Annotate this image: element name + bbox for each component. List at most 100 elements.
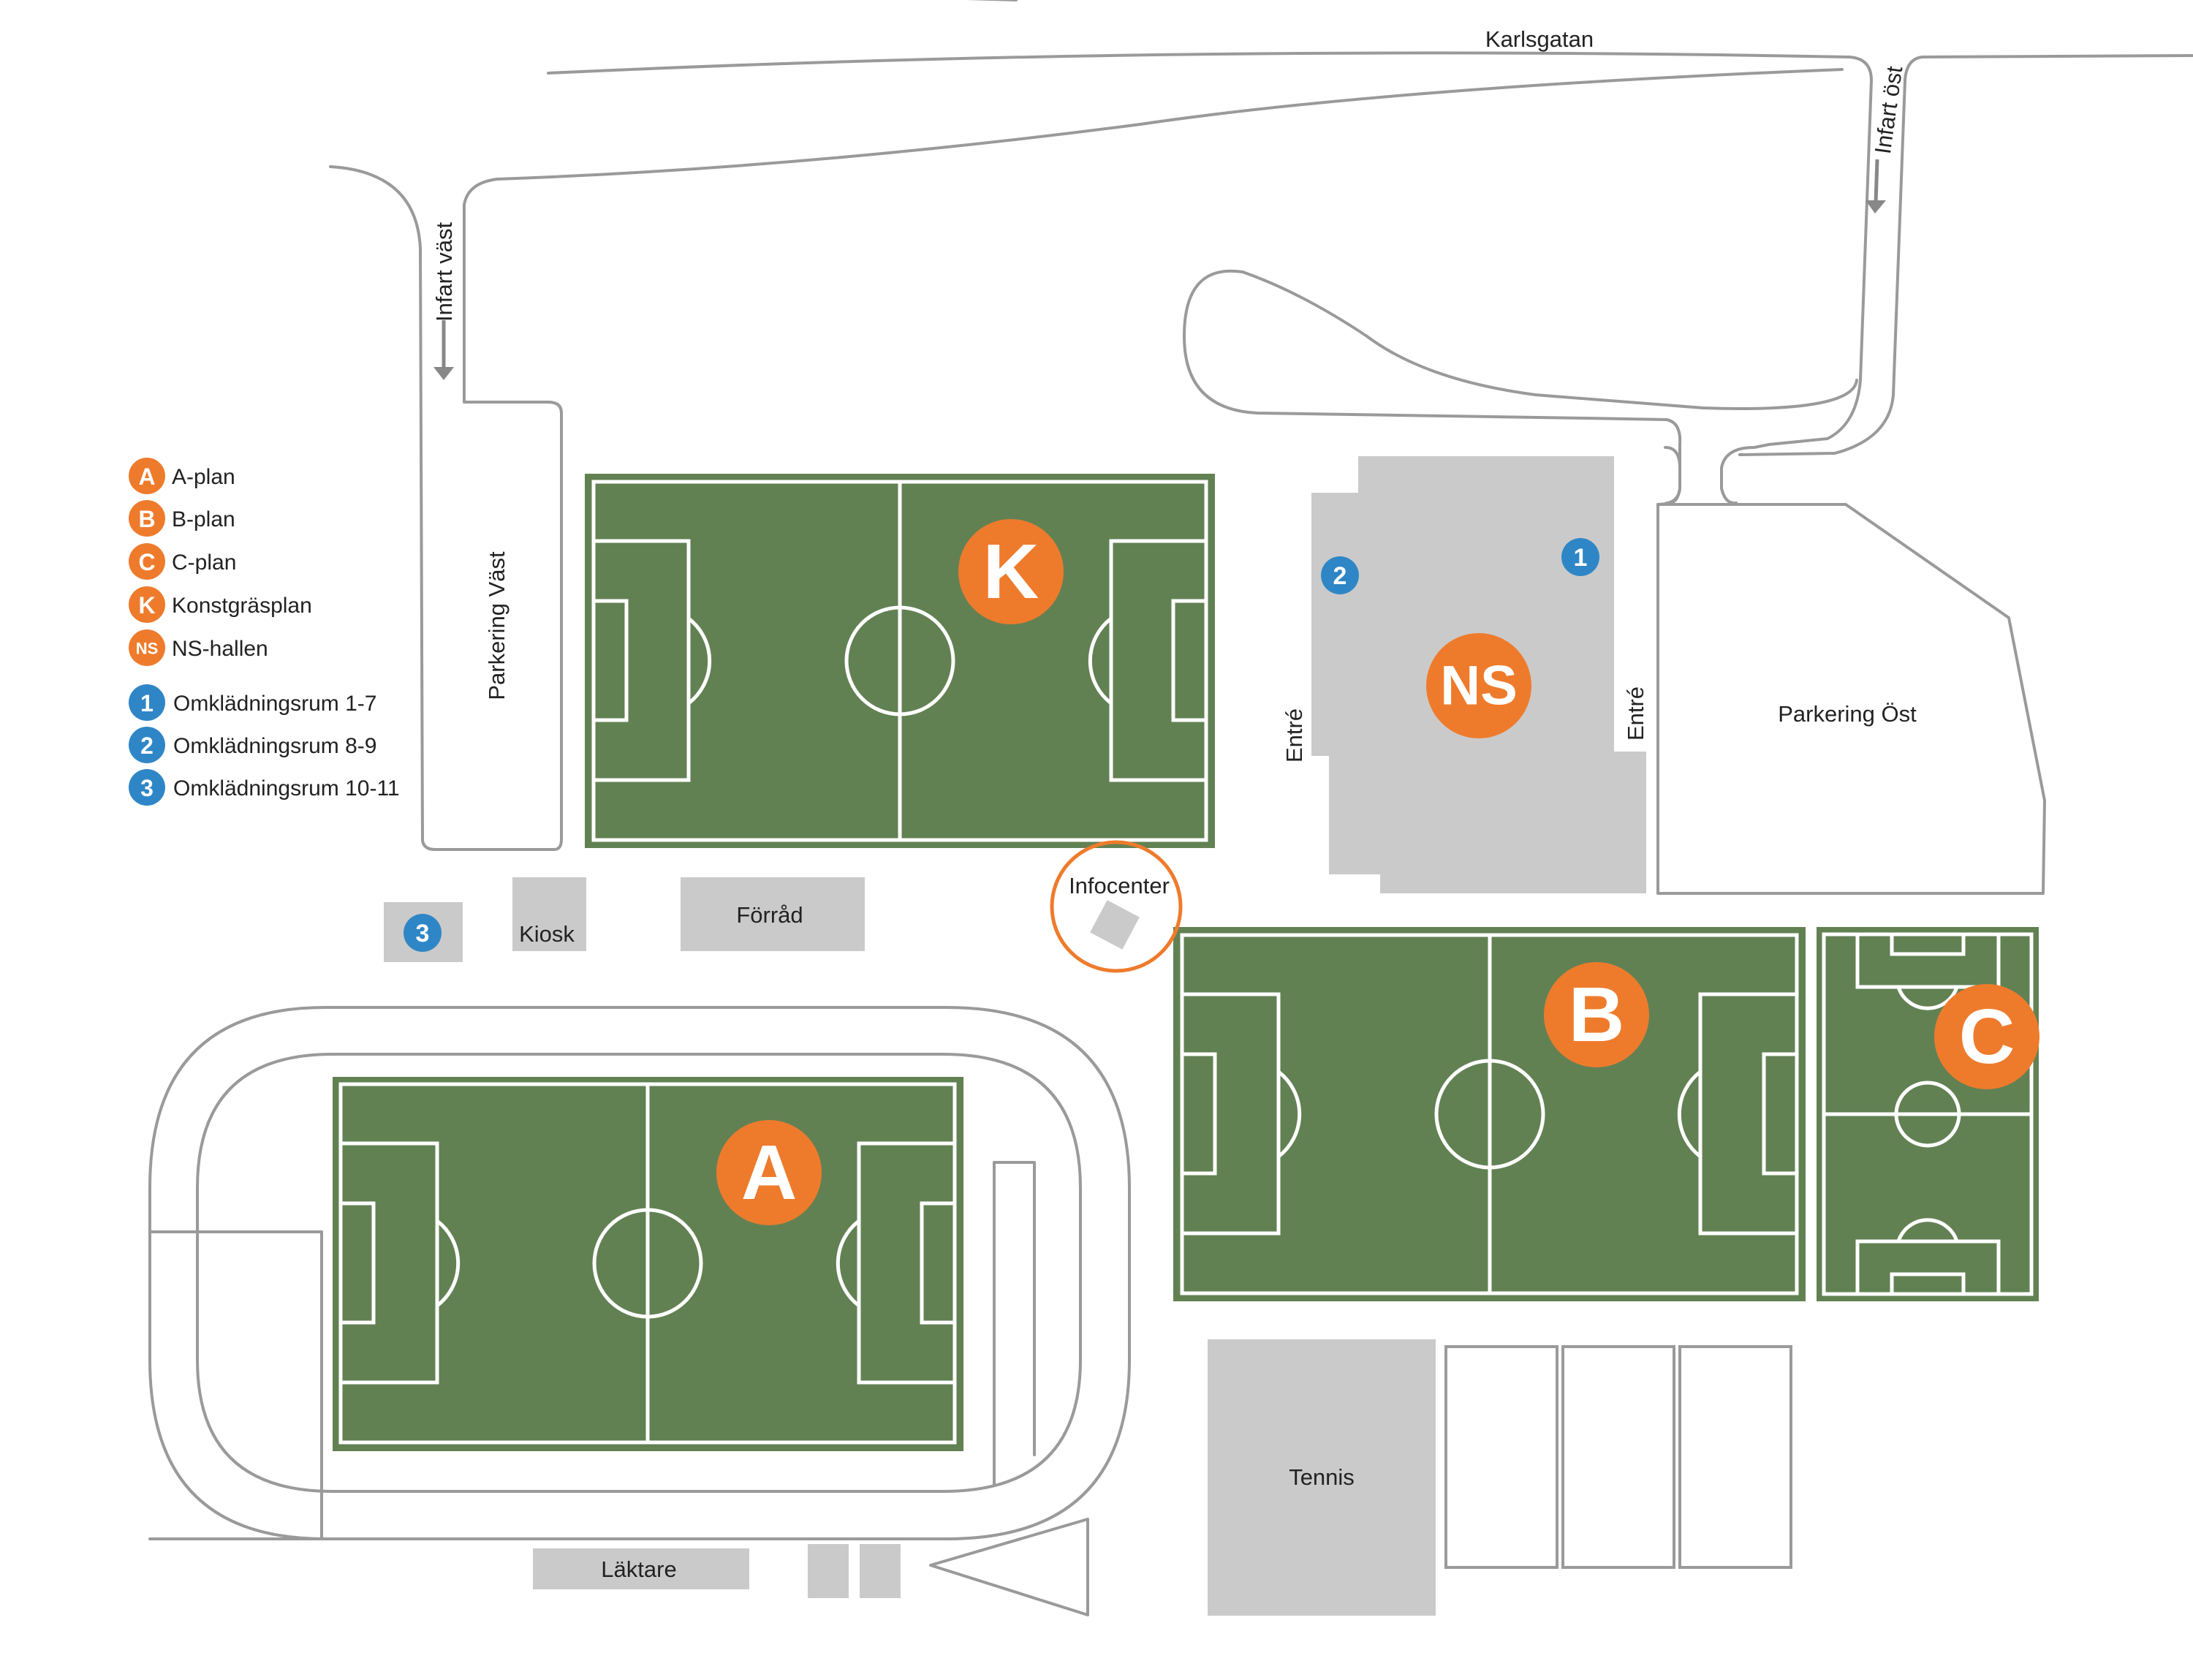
legend-label-room-3: Omklädningsrum 10-11: [173, 776, 400, 801]
pitch-b-center-circle: [1434, 1059, 1545, 1170]
court-1: [1444, 1345, 1558, 1569]
infocenter-label: Infocenter: [1069, 873, 1170, 898]
marker-ns-badge: [1426, 633, 1531, 738]
marker-k-text: K: [983, 529, 1039, 615]
pitch-a-arc-east: [836, 1219, 860, 1307]
marker-room-1-text: 1: [1574, 544, 1588, 572]
infart-ost-arrow-icon: [1874, 159, 1879, 204]
pitch-k-goal-area-west: [591, 599, 629, 722]
infart-ost-arrowhead-icon: [1866, 200, 1886, 213]
legend-badge-b: [129, 500, 165, 537]
marker-room-1-badge: [1561, 538, 1599, 576]
marker-c-badge: [1934, 984, 2039, 1089]
laktare-building[interactable]: [533, 1548, 749, 1589]
marker-room-2[interactable]: 2: [1321, 556, 1359, 594]
pitch-b-goal-area-east: [1762, 1052, 1799, 1176]
legend-label-b: B-plan: [172, 507, 235, 531]
forrad-label: Förråd: [736, 902, 803, 928]
legend-badge-c: [129, 543, 165, 580]
running-track: [148, 1006, 1131, 1540]
legend-label-ns: NS-hallen: [172, 637, 268, 661]
triangle-area: [929, 1518, 1089, 1616]
pitch-a-goal-area-east: [920, 1201, 957, 1325]
marker-k-badge: [958, 519, 1064, 624]
legend-badge-text-k: K: [138, 592, 155, 618]
marker-b[interactable]: B: [1544, 962, 1649, 1067]
parkering-vast-label: Parkering Väst: [484, 551, 510, 700]
entre-right-label: Entré: [1623, 686, 1648, 741]
legend: A A-plan B B-plan C C-plan K Konstgräspl…: [129, 458, 400, 806]
legend-badge-room-3: [129, 769, 165, 806]
tennis-building[interactable]: [1208, 1339, 1436, 1616]
upper-road: [1241, 270, 1858, 410]
legend-label-c: C-plan: [172, 550, 236, 575]
road-top-edge: [547, 0, 1851, 75]
kiosk-label: Kiosk: [519, 921, 575, 947]
pitch-c-arc-south: [1896, 1218, 1959, 1242]
marker-c-text: C: [1959, 994, 2015, 1080]
legend-badge-text-room-2: 2: [140, 733, 154, 759]
legend-item-room-1: 1 Omklädningsrum 1-7: [129, 684, 376, 721]
marker-a[interactable]: A: [716, 1120, 822, 1225]
pitch-c-goal-area-south: [1890, 1272, 1966, 1296]
marker-room-2-text: 2: [1333, 562, 1347, 590]
legend-badge-room-1: [129, 684, 165, 721]
entre-left-label: Entré: [1281, 708, 1307, 763]
legend-badge-text-c: C: [138, 549, 155, 575]
legend-badge-k: [129, 586, 165, 623]
pitch-a-arc-west: [436, 1219, 461, 1307]
forrad-building[interactable]: [681, 877, 865, 951]
marker-a-badge: [716, 1120, 822, 1225]
legend-label-room-2: Omklädningsrum 8-9: [173, 734, 376, 758]
marker-ns-text: NS: [1440, 655, 1518, 717]
legend-item-room-2: 2 Omklädningsrum 8-9: [129, 727, 376, 763]
legend-badge-text-room-1: 1: [140, 690, 154, 716]
pitch-a-goal-area-west: [338, 1201, 376, 1325]
map-markers: K NS A B C 1 2 3: [404, 519, 2039, 1225]
pitch-k-arc-east: [1088, 617, 1113, 705]
track-straight-east: [993, 1161, 1036, 1486]
track-outer: [148, 1006, 1131, 1540]
legend-item-room-3: 3 Omklädningsrum 10-11: [129, 769, 400, 806]
legend-item-k: K Konstgräsplan: [129, 586, 312, 623]
infocenter-building[interactable]: [1090, 900, 1140, 950]
legend-badge-ns: [129, 629, 165, 666]
pitch-a-center-circle: [592, 1208, 703, 1319]
entry-arrows: [433, 159, 1886, 380]
infart-vast-arrowhead-icon: [433, 367, 454, 380]
parkering-ost-outline: [1656, 503, 2046, 895]
marker-c[interactable]: C: [1934, 984, 2039, 1089]
pitch-a[interactable]: [333, 1077, 963, 1451]
legend-badge-room-2: [129, 727, 165, 763]
pitch-c[interactable]: [1817, 927, 2039, 1301]
legend-item-a: A A-plan: [129, 458, 235, 494]
pitch-k[interactable]: [585, 474, 1215, 848]
legend-label-room-1: Omklädningsrum 1-7: [173, 692, 376, 716]
legend-badge-text-room-3: 3: [140, 775, 154, 801]
tennis-label: Tennis: [1289, 1464, 1355, 1490]
karlsgatan-label: Karlsgatan: [1485, 26, 1594, 52]
marker-room-3[interactable]: 3: [404, 914, 442, 952]
infart-ost-road: [1738, 56, 1924, 456]
legend-item-b: B B-plan: [129, 500, 235, 537]
marker-k[interactable]: K: [958, 519, 1064, 624]
marker-b-text: B: [1569, 972, 1625, 1058]
kiosk-building[interactable]: [512, 877, 586, 951]
laktare-label: Läktare: [601, 1556, 676, 1582]
legend-item-c: C C-plan: [129, 543, 236, 580]
marker-room-1[interactable]: 1: [1561, 538, 1599, 576]
small-building-2: [860, 1544, 901, 1598]
marker-room-2-badge: [1321, 556, 1359, 594]
infart-vast-label: Infart väst: [431, 222, 457, 322]
pitch-k-center-circle: [844, 605, 955, 716]
pitch-b-goal-area-west: [1180, 1052, 1217, 1176]
buildings: [384, 446, 1792, 1616]
pitch-b-arc-east: [1677, 1070, 1702, 1158]
court-2: [1561, 1345, 1675, 1569]
infocenter-ring[interactable]: [1050, 840, 1183, 973]
marker-room-3-badge: [404, 914, 442, 952]
track-inner: [196, 1053, 1082, 1493]
pitch-b[interactable]: [1173, 927, 1806, 1301]
labels: Karlsgatan Infart väst Infart öst Parker…: [431, 26, 1917, 1582]
marker-ns[interactable]: NS: [1426, 633, 1531, 738]
